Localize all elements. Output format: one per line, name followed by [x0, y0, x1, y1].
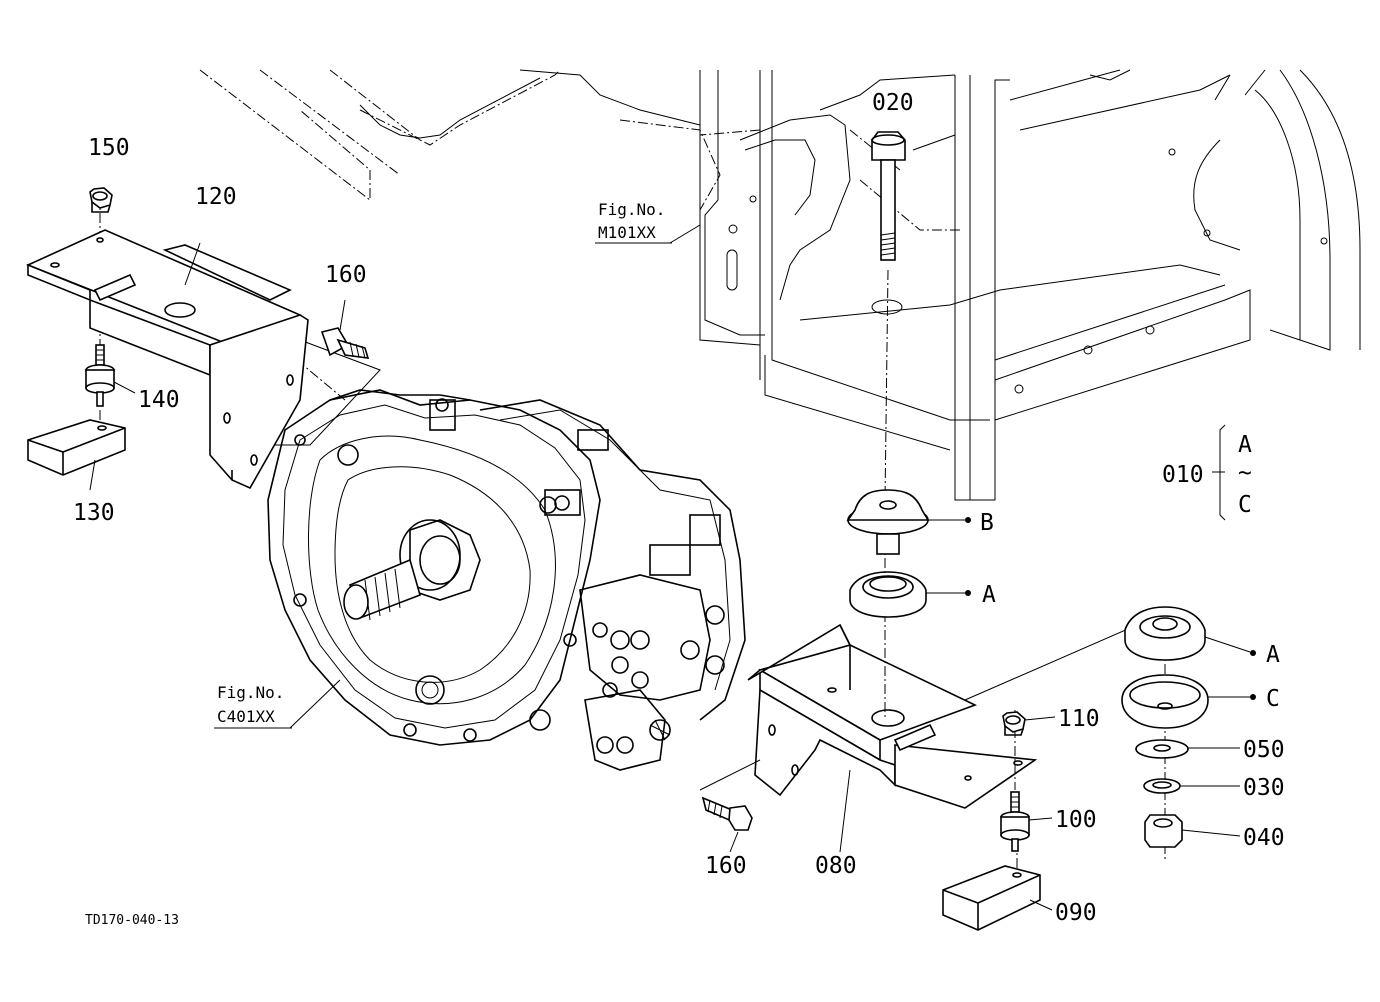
- set-range-sep: ~: [1238, 460, 1252, 486]
- part-label-160-top: 160: [325, 262, 367, 288]
- fig-ref-m-line2: M101XX: [598, 223, 656, 242]
- callout-dots: [965, 517, 1256, 700]
- bolt-020: [871, 131, 906, 315]
- mount-c-right: [1121, 674, 1209, 729]
- bolt-160-bottom: [701, 796, 753, 831]
- block-130: [27, 419, 126, 476]
- part-label-020: 020: [872, 90, 914, 116]
- fig-ref-c-line1: Fig.No.: [217, 683, 284, 702]
- part-label-080: 080: [815, 853, 857, 879]
- mount-a-right: [1124, 606, 1206, 661]
- part-label-030: 030: [1243, 775, 1285, 801]
- set-range-from: A: [1238, 432, 1252, 458]
- callout-b-mid: B: [980, 510, 994, 536]
- part-label-010: 010: [1162, 462, 1204, 488]
- washer-050: [1135, 739, 1189, 759]
- nut-110: [1002, 711, 1026, 736]
- nut-040: [1144, 814, 1183, 848]
- bracket-120: [25, 229, 309, 490]
- callout-c-right: C: [1266, 686, 1280, 712]
- mount-a-middle: [849, 571, 927, 618]
- part-label-090: 090: [1055, 900, 1097, 926]
- part-label-100: 100: [1055, 807, 1097, 833]
- set-range-to: C: [1238, 492, 1252, 518]
- block-090: [942, 865, 1041, 931]
- part-label-040: 040: [1243, 825, 1285, 851]
- nut-150: [89, 187, 113, 213]
- bolt-160-top: [320, 327, 370, 359]
- part-label-110: 110: [1058, 706, 1100, 732]
- fig-ref-m-line1: Fig.No.: [598, 200, 665, 219]
- mount-b: [846, 489, 930, 555]
- part-label-150: 150: [88, 135, 130, 161]
- part-label-130: 130: [73, 500, 115, 526]
- part-labels: 020 150 120 160 140 130 010 110 050 030 …: [73, 90, 1285, 928]
- part-label-160-bottom: 160: [705, 853, 747, 879]
- mount-100: [1000, 791, 1030, 852]
- leader-lines: [89, 134, 1251, 911]
- bracket-080: [747, 623, 1038, 809]
- figure-code: TD170-040-13: [85, 913, 179, 928]
- mount-140: [85, 344, 115, 407]
- callout-a-mid: A: [982, 582, 996, 608]
- part-label-050: 050: [1243, 737, 1285, 763]
- transmission-housing: [267, 389, 746, 771]
- fig-ref-c-line2: C401XX: [217, 707, 275, 726]
- callout-a-right: A: [1266, 642, 1280, 668]
- part-label-120: 120: [195, 184, 237, 210]
- washer-030: [1143, 778, 1181, 794]
- phantom-frame-outline: [199, 69, 1361, 501]
- part-label-140: 140: [138, 387, 180, 413]
